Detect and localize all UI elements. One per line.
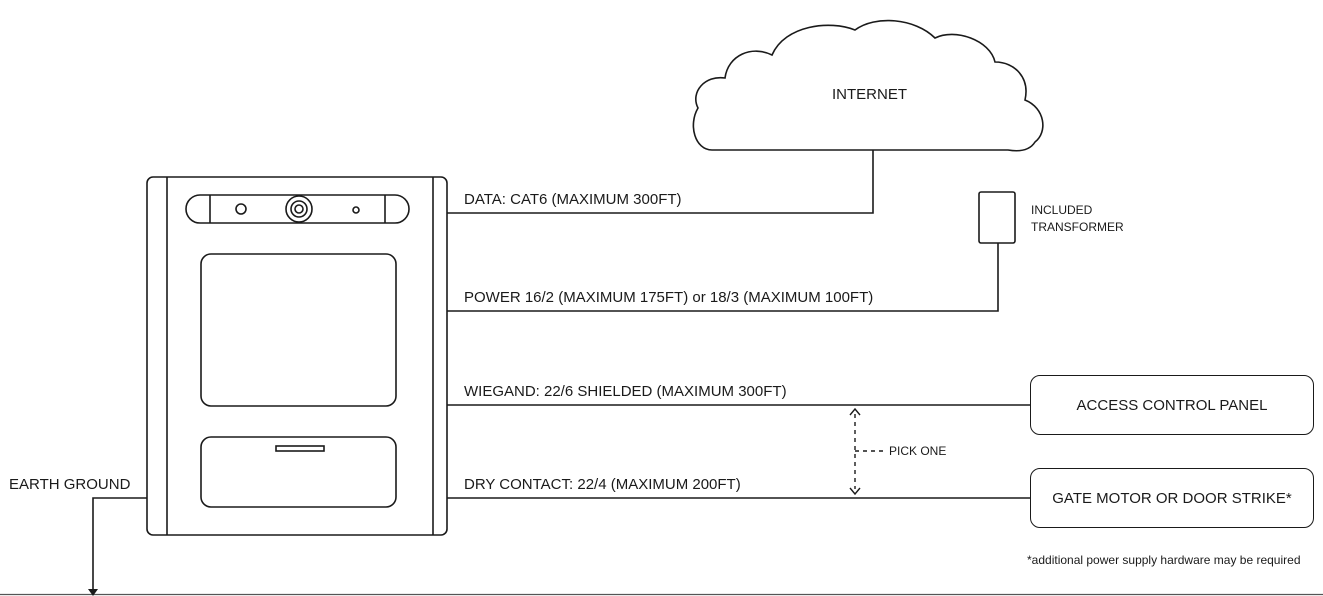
earth-ground-line <box>92 497 147 590</box>
transformer-box <box>978 191 1016 244</box>
earth-ground-arrowhead-icon <box>88 589 98 596</box>
wiegand-cable-label: WIEGAND: 22/6 SHIELDED (MAXIMUM 300FT) <box>464 383 787 400</box>
access-control-panel-box: ACCESS CONTROL PANEL <box>1030 375 1314 435</box>
access-control-panel-label: ACCESS CONTROL PANEL <box>1076 396 1268 414</box>
footnote: *additional power supply hardware may be… <box>1027 553 1301 567</box>
camera-lens-mid-icon <box>290 200 308 218</box>
camera-bar <box>185 194 410 224</box>
gate-motor-label: GATE MOTOR OR DOOR STRIKE* <box>1052 489 1292 507</box>
transformer-label-line1: INCLUDED <box>1031 203 1093 217</box>
card-slot <box>275 445 325 452</box>
internet-cloud-icon <box>692 19 1044 152</box>
earth-ground-label: EARTH GROUND <box>9 476 131 493</box>
camera-lens-outer-icon <box>285 195 313 223</box>
gate-motor-box: GATE MOTOR OR DOOR STRIKE* <box>1030 468 1314 528</box>
transformer-label-line2: TRANSFORMER <box>1031 220 1124 234</box>
pick-one-arrow <box>849 407 884 496</box>
data-cable-label: DATA: CAT6 (MAXIMUM 300FT) <box>464 191 682 208</box>
sensor-icon <box>235 203 247 215</box>
keypad-panel <box>200 436 397 508</box>
indicator-led-icon <box>352 206 360 214</box>
display-screen <box>200 253 397 407</box>
internet-label: INTERNET <box>832 86 907 103</box>
data-cable-line <box>447 150 874 214</box>
power-cable-line <box>447 243 999 312</box>
power-cable-label: POWER 16/2 (MAXIMUM 175FT) or 18/3 (MAXI… <box>464 289 874 306</box>
device-body <box>146 176 448 536</box>
intercom-device <box>146 176 448 536</box>
pick-one-label: PICK ONE <box>889 444 947 458</box>
dry-contact-cable-label: DRY CONTACT: 22/4 (MAXIMUM 200FT) <box>464 476 741 493</box>
camera-lens-inner-icon <box>294 204 304 214</box>
